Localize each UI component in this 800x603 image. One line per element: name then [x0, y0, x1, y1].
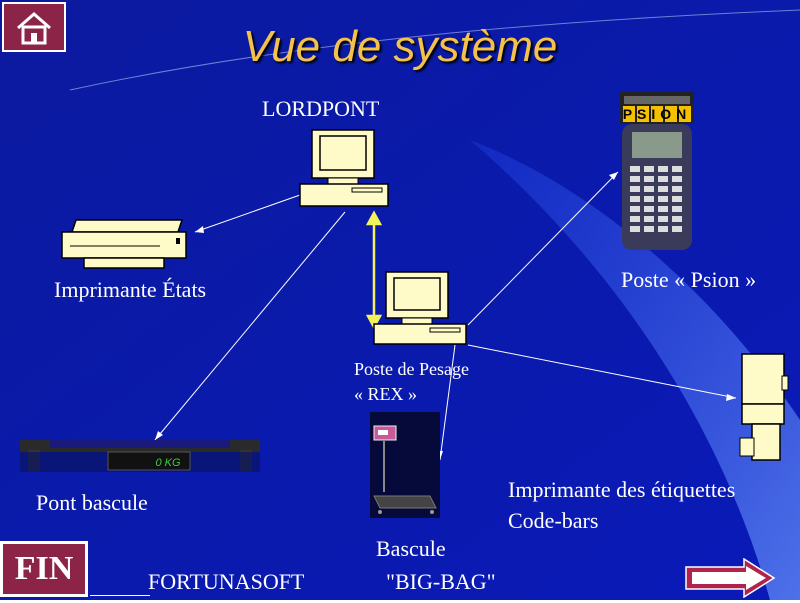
psion-terminal-icon: PSION [620, 92, 694, 250]
label-imprimante-etats: Imprimante États [54, 277, 207, 302]
footer-underline [90, 595, 150, 596]
weighbridge-icon: 0 KG [20, 440, 260, 472]
footer-company: FORTUNASOFT [148, 569, 305, 594]
label-bascule: Bascule [376, 536, 446, 561]
label-poste-psion: Poste « Psion » [621, 267, 757, 292]
report-printer-icon [61, 219, 187, 269]
next-button[interactable] [684, 557, 776, 599]
home-button[interactable] [2, 2, 66, 52]
arrow-right-icon [685, 557, 776, 599]
link-rex-bascule [439, 344, 456, 461]
fin-button[interactable]: FIN [0, 541, 88, 597]
label-lordpont: LORDPONT [262, 96, 380, 121]
label-big-bag: "BIG-BAG" [386, 569, 496, 594]
label-poste-pesage: Poste de Pesage [354, 359, 469, 379]
slide-title: Vue de système [242, 22, 558, 71]
label-code-bars: Code-bars [508, 508, 599, 533]
home-icon [17, 12, 51, 45]
big-bag-scale-icon [370, 412, 440, 518]
link-lordpont-imprimante [194, 194, 301, 233]
label-pont-bascule: Pont bascule [36, 490, 148, 515]
psion-brand-text: PSION [623, 106, 692, 122]
label-imprimante-etiquettes: Imprimante des étiquettes [508, 477, 736, 502]
rex-computer-icon [373, 271, 467, 345]
label-rex: « REX » [354, 384, 417, 404]
link-lordpont-pont [154, 211, 346, 441]
scale-display-text: 0 KG [155, 457, 181, 469]
lordpont-computer-icon [299, 129, 389, 207]
label-printer-icon [739, 353, 789, 461]
link-rex-psion [467, 171, 619, 326]
link-lordpont-rex [365, 210, 383, 330]
link-rex-etiquettes [467, 344, 737, 399]
